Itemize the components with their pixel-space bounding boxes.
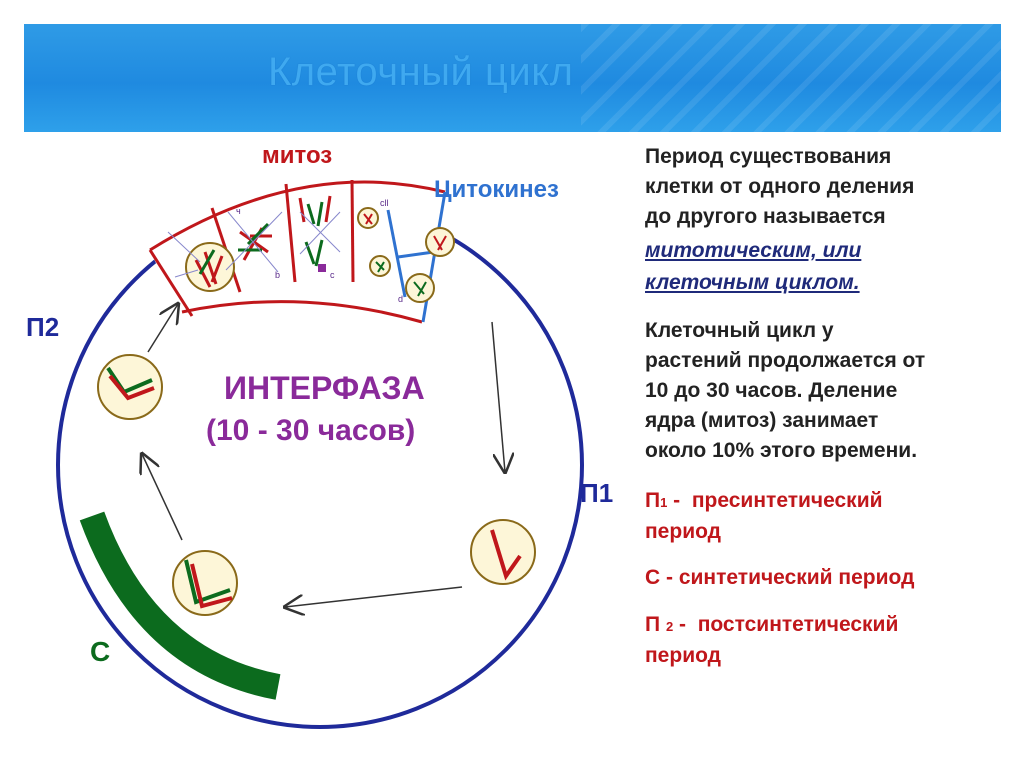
desc-line-2: клетки от одного деления xyxy=(645,175,915,198)
mitosis-metaphase xyxy=(225,211,283,273)
legend-p2: П 2 - постсинтетический xyxy=(645,610,898,642)
slide-title: Клеточный цикл xyxy=(268,50,574,94)
legend-p1-line2: период xyxy=(645,520,721,543)
cell-p1 xyxy=(470,519,536,585)
desc-line-3: до другого называется xyxy=(645,205,886,228)
para2-line-5: около 10% этого времени. xyxy=(645,439,918,462)
mitosis-prophase xyxy=(167,231,235,292)
legend-p2-text: постсинтетический xyxy=(697,613,899,636)
para2-line-4: ядра (митоз) занимает xyxy=(645,409,879,432)
phase-marker-2: b xyxy=(275,270,280,280)
mitosis-label: митоз xyxy=(262,142,333,169)
slide-header xyxy=(24,24,1001,132)
s-label: С xyxy=(90,636,111,667)
legend-p2-sub: 2 xyxy=(665,619,674,634)
legend-p1-text: пресинтетический xyxy=(691,489,883,512)
phase-marker-3: c xyxy=(330,270,335,280)
mitosis-telophase xyxy=(357,207,391,277)
legend-p1: П1 - пресинтетический xyxy=(645,486,883,518)
arrow-p1-to-s xyxy=(285,586,463,607)
header-decoration xyxy=(581,24,1001,132)
para2-line-2: растений продолжается от xyxy=(645,349,926,372)
cytokinesis-label: Цитокинез xyxy=(434,176,559,203)
legend-p1-dash: - xyxy=(667,489,686,512)
interphase-title: ИНТЕРФАЗА xyxy=(224,370,425,406)
p2-label: П2 xyxy=(26,312,60,342)
para2-line-1: Клеточный цикл у xyxy=(645,319,834,342)
legend-p1-sub: 1 xyxy=(660,495,668,510)
cell-s xyxy=(172,550,238,616)
arrow-s-to-p2 xyxy=(142,454,183,541)
legend-s: С - синтетический период xyxy=(645,566,915,589)
arrow-cytokinesis-to-p1 xyxy=(491,321,505,472)
cell-cycle-diagram: ч b c cll d xyxy=(56,179,584,729)
cell-p2 xyxy=(97,354,163,420)
desc-line-1: Период существования xyxy=(645,145,892,168)
legend-p1-prefix: П xyxy=(645,489,661,512)
arrow-p2-to-mitosis xyxy=(147,304,178,353)
description-panel xyxy=(624,132,1001,732)
s-phase-arc xyxy=(79,511,281,700)
desc-term-cell-cycle: клеточным циклом. xyxy=(645,271,860,294)
desc-term-mitotic: митотическим, или xyxy=(645,239,862,262)
phase-marker-1: ч xyxy=(236,206,241,216)
cytokinesis-cells xyxy=(405,227,455,303)
interphase-duration: (10 - 30 часов) xyxy=(206,414,416,447)
legend-p2-dash: - xyxy=(673,613,692,636)
legend-p2-prefix: П xyxy=(645,613,666,636)
para2-line-3: 10 до 30 часов. Деление xyxy=(645,379,898,402)
phase-marker-4: cll xyxy=(380,198,389,208)
phase-marker-5: d xyxy=(398,294,403,304)
mitosis-anaphase xyxy=(298,195,341,272)
legend-p2-line2: период xyxy=(645,644,721,667)
p1-label: П1 xyxy=(580,478,614,508)
